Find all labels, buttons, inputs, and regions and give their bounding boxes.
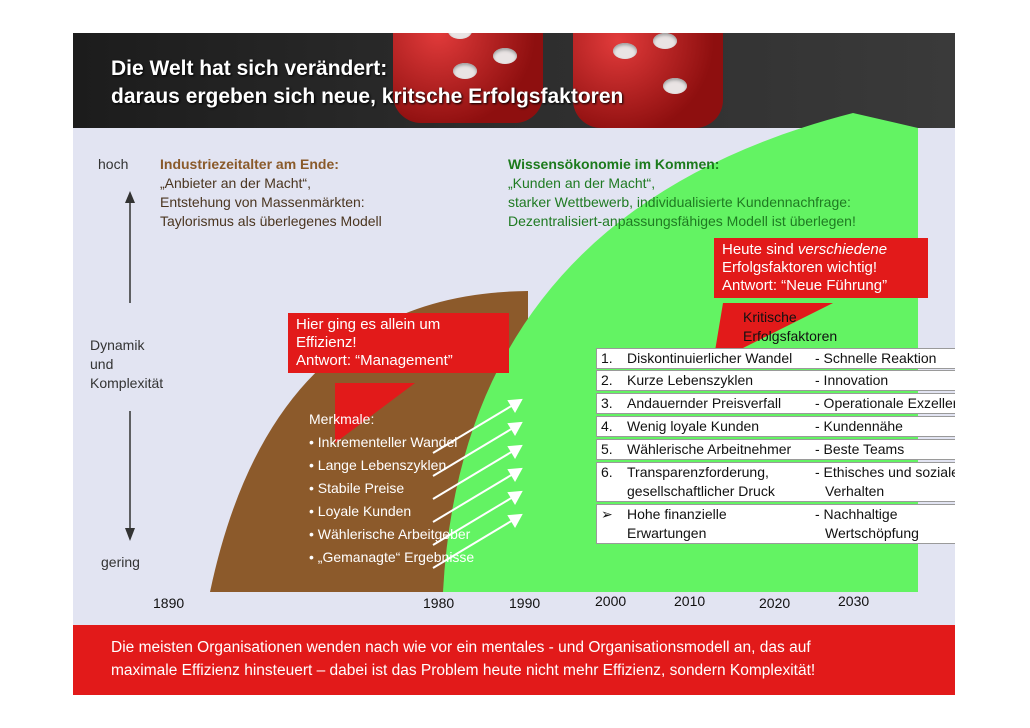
list-item: • Lange Lebenszyklen <box>309 457 447 473</box>
footer-line-1: Die meisten Organisationen wenden nach w… <box>111 639 811 656</box>
factor-row: 1.Diskontinuierlicher Wandel- Schnelle R… <box>596 348 955 369</box>
factor-row: 2.Kurze Lebenszyklen- Innovation <box>596 370 955 391</box>
callout-left-pointer <box>335 383 415 443</box>
industrial-heading: Industriezeitalter am Ende: <box>160 156 339 172</box>
list-item: • Loyale Kunden <box>309 503 412 519</box>
title-line-1: Die Welt hat sich verändert: <box>111 57 388 80</box>
year-label: 1980 <box>423 595 455 611</box>
list-item: • Stabile Preise <box>309 480 405 496</box>
factor-row: 4.Wenig loyale Kunden- Kundennähe <box>596 416 955 437</box>
year-label: 2030 <box>838 593 870 609</box>
knowledge-economy-text: Wissensökonomie im Kommen: „Kunden an de… <box>508 156 856 229</box>
year-label: 1890 <box>153 595 185 611</box>
year-label: 1990 <box>509 595 541 611</box>
factor-row: 3.Andauernder Preisverfall- Operationale… <box>596 393 955 414</box>
die-left <box>393 33 543 123</box>
merkmale-list: Merkmale: • Inkrementeller Wandel • Lang… <box>309 408 474 569</box>
header-banner: Die Welt hat sich verändert: daraus erge… <box>73 33 955 128</box>
merkmale-heading: Merkmale: <box>309 411 375 427</box>
factor-row: ➢Hohe finanzielle- Nachhaltige Erwartung… <box>596 504 955 544</box>
title-line-2: daraus ergeben sich neue, kritsche Erfol… <box>111 85 624 108</box>
footer-banner: Die meisten Organisationen wenden nach w… <box>73 625 955 695</box>
critical-factors-heading: Kritische Erfolgsfaktoren <box>743 309 838 344</box>
callout-management: Hier ging es allein um Effizienz! Antwor… <box>288 313 509 373</box>
industrial-era-text: Industriezeitalter am Ende: „Anbieter an… <box>160 156 382 229</box>
slide: Die Welt hat sich verändert: daraus erge… <box>73 33 955 695</box>
year-label: 2000 <box>595 593 627 609</box>
footer-line-2: maximale Effizienz hinsteuert – dabei is… <box>111 662 816 679</box>
factor-row: 6.Transparenzforderung,- Ethisches und s… <box>596 462 955 502</box>
callout-new-leadership: Heute sind verschiedene Erfolgsfaktoren … <box>714 238 928 298</box>
axis-high-label: hoch <box>98 156 129 172</box>
axis-dynamic-label: Dynamik und Komplexität <box>90 337 164 391</box>
slide-title: Die Welt hat sich verändert: daraus erge… <box>111 55 623 111</box>
year-label: 2020 <box>759 595 791 611</box>
axis-low-label: gering <box>101 554 140 570</box>
year-label: 2010 <box>674 593 706 609</box>
transition-arrows <box>432 398 523 569</box>
die-right <box>573 33 723 128</box>
list-item: • Inkrementeller Wandel <box>309 434 458 450</box>
factor-row: 5.Wählerische Arbeitnehmer- Beste Teams <box>596 439 955 460</box>
list-item: • Wählerische Arbeitgeber <box>309 526 471 542</box>
list-item: • „Gemanagte“ Ergebnisse <box>309 549 475 565</box>
knowledge-heading: Wissensökonomie im Kommen: <box>508 156 720 172</box>
